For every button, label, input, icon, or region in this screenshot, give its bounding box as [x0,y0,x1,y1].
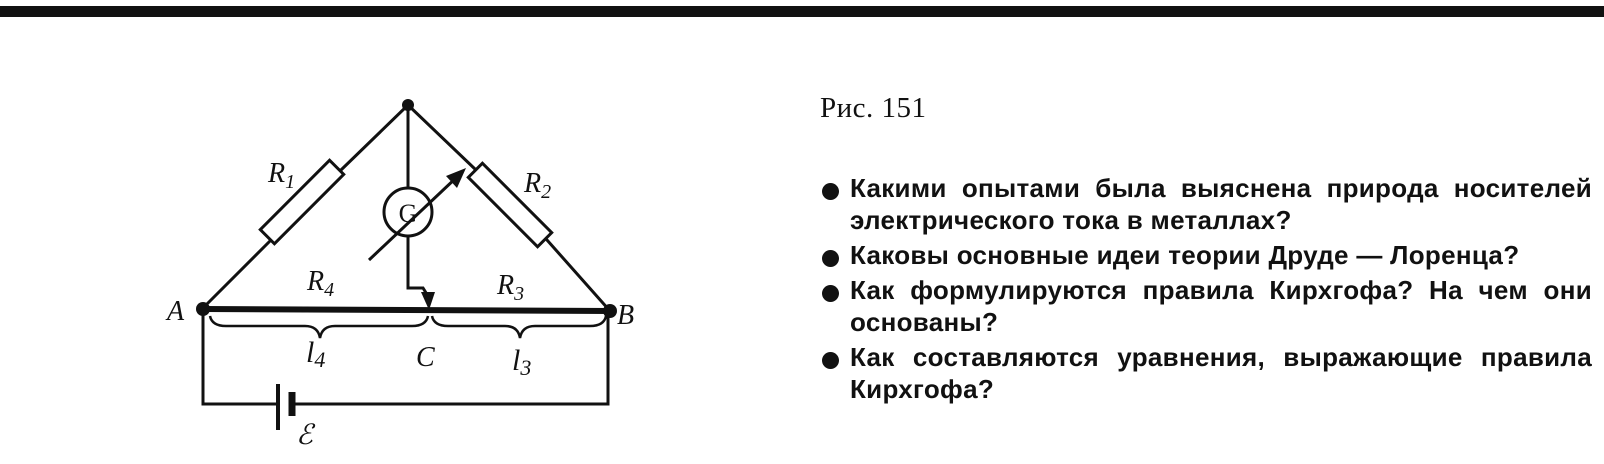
question-item: Каковы основные идеи теории Друде — Лоре… [822,239,1592,271]
label-a: A [165,296,185,327]
wire-a-battery [201,310,280,406]
question-item: Как формулируются правила Кирхгофа? На ч… [822,274,1592,338]
question-item: Какими опытами была выяснена природа нос… [822,172,1592,236]
galvanometer [382,186,434,238]
label-r3: R3 [496,270,524,305]
label-emf: ℰ [296,420,316,451]
slide-wire [202,306,611,314]
wire-battery-b [291,310,610,406]
bullet-icon [822,183,839,200]
circuit-figure: G A B C R1 R2 R4 R3 l4 l3 ℰ [0,0,760,464]
node-top [402,99,414,111]
resistor-r2 [466,161,554,249]
label-r4: R4 [306,266,334,301]
bullet-icon [822,352,839,369]
wire-g-c [406,234,430,298]
resistor-r1 [258,158,346,246]
wire-top-r2 [406,103,478,172]
node-b [603,304,617,318]
label-l3: l3 [512,344,531,380]
bullet-icon [822,250,839,267]
variable-arrow [367,174,460,262]
figure-caption: Рис. 151 [820,92,927,124]
label-l4: l4 [306,336,325,372]
label-r2: R2 [523,168,551,203]
label-b: B [617,300,634,331]
question-text: Каковы основные идеи теории Друде — Лоре… [850,240,1520,270]
sliding-contact-arrow [421,292,435,310]
wire-a-r1 [201,236,275,310]
wire-r2-b [545,238,612,313]
bullet-icon [822,285,839,302]
brace-l3 [430,315,608,339]
label-c: C [416,342,435,373]
question-item: Как составляются уравнения, выражающие п… [822,341,1592,405]
top-rule [0,6,1604,17]
brace-l4 [208,315,430,339]
label-r1: R1 [267,158,295,193]
node-a [196,302,210,316]
wire-r1-top [339,103,410,172]
question-text: Как формулируются правила Кирхгофа? На ч… [850,275,1592,337]
question-text: Какими опытами была выяснена природа нос… [850,173,1592,235]
variable-arrow-head [446,168,466,188]
question-list: Какими опытами была выяснена природа нос… [822,172,1592,408]
question-text: Как составляются уравнения, выражающие п… [850,342,1592,404]
